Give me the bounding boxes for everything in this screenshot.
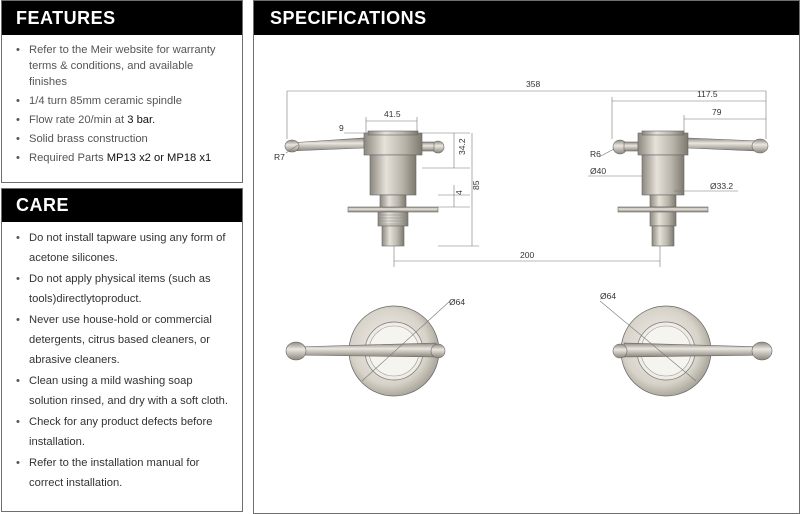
- care-item: Do not install tapware using any form of…: [16, 228, 234, 268]
- feature-item: Required Parts MP13 x2 or MP18 x1: [16, 150, 232, 166]
- technical-drawing: 358 41.5 9 R7 34.2 4 85 200: [274, 79, 773, 397]
- dim-bottom-width: 200: [520, 250, 534, 260]
- care-item: Check for any product defects before ins…: [16, 412, 234, 452]
- dim-radius-right: R6: [590, 149, 601, 159]
- left-dimensions: 358 41.5 9 R7 34.2 4 85 200: [274, 79, 767, 267]
- care-panel: CARE Do not install tapware using any fo…: [1, 188, 243, 512]
- care-item: Refer to the installation manual for cor…: [16, 453, 234, 493]
- left-tap-front-view: Ø64: [285, 297, 465, 397]
- care-item: Clean using a mild washing soap solution…: [16, 371, 234, 411]
- right-tap-front-view: Ø64: [599, 291, 773, 397]
- feature-item: Solid brass construction: [16, 131, 232, 147]
- care-list: Do not install tapware using any form of…: [2, 222, 242, 493]
- dim-dia-body: Ø40: [590, 166, 606, 176]
- specifications-title: SPECIFICATIONS: [254, 1, 799, 35]
- dim-radius-left: R7: [274, 152, 285, 162]
- specifications-panel: SPECIFICATIONS: [253, 0, 800, 514]
- right-dimensions: 117.5 79 R6 Ø40 Ø33.2: [588, 89, 766, 192]
- features-panel: FEATURES Refer to the Meir website for w…: [1, 0, 243, 183]
- dim-total-height: 85: [471, 180, 481, 190]
- care-item: Do not apply physical items (such as too…: [16, 269, 234, 309]
- dim-dia-spindle: Ø33.2: [710, 181, 733, 191]
- care-item: Never use house-hold or commercial deter…: [16, 310, 234, 370]
- dim-plate-right: Ø64: [600, 291, 616, 301]
- features-title: FEATURES: [2, 1, 242, 35]
- dim-step: 4: [454, 190, 464, 195]
- features-list: Refer to the Meir website for warranty t…: [2, 35, 242, 166]
- feature-item: Refer to the Meir website for warranty t…: [16, 42, 232, 90]
- dim-right-handle: 79: [712, 107, 722, 117]
- dim-top-flange: 41.5: [384, 109, 401, 119]
- dim-lever-offset: 9: [339, 123, 344, 133]
- care-title: CARE: [2, 189, 242, 222]
- dim-body-height: 34.2: [457, 138, 467, 155]
- left-tap-elevation: [284, 130, 445, 247]
- dim-right-overall: 117.5: [697, 89, 718, 99]
- right-tap-elevation: [612, 130, 769, 247]
- dim-overall: 358: [526, 79, 540, 89]
- feature-item: 1/4 turn 85mm ceramic spindle: [16, 93, 232, 109]
- dim-plate-left: Ø64: [449, 297, 465, 307]
- feature-item: Flow rate 20/min at 3 bar.: [16, 112, 232, 128]
